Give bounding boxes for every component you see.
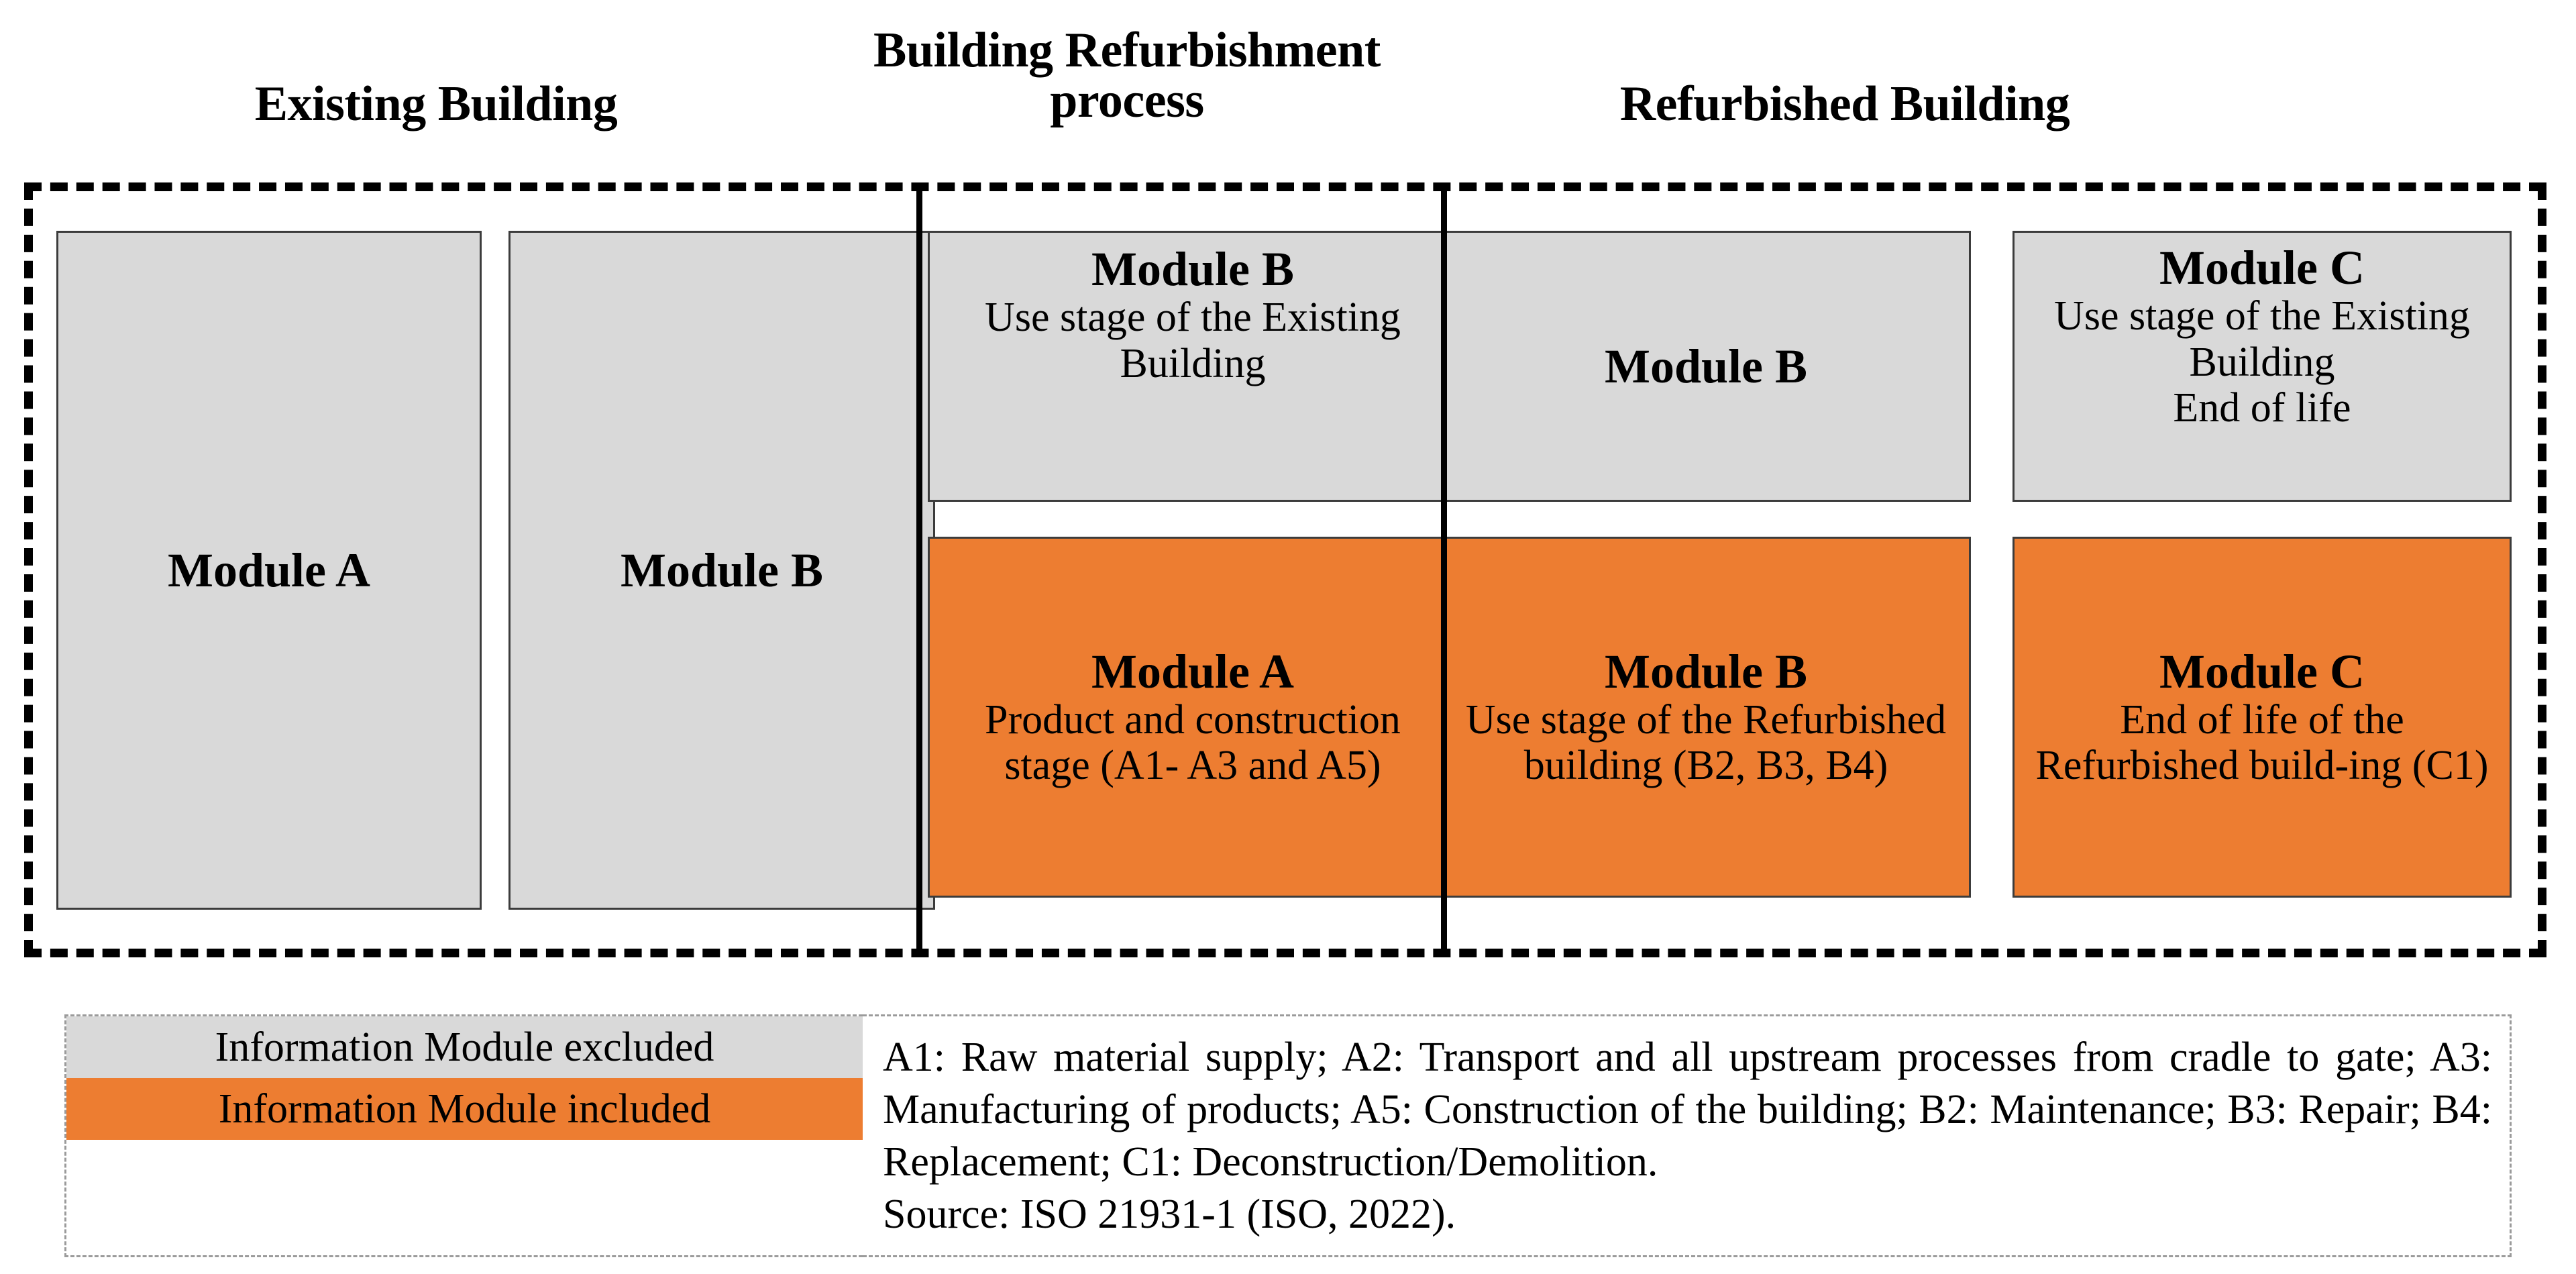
module-box-a-existing[interactable]: Module A — [56, 231, 482, 910]
module-title: Module B — [1604, 339, 1808, 393]
header-existing-building: Existing Building — [254, 76, 618, 131]
module-box-a-product-construction[interactable]: Module A Product and construction stage … — [928, 537, 1458, 898]
legend-swatch-column: Information Module excluded Information … — [64, 1014, 863, 1257]
legend-item-included: Information Module included — [66, 1078, 863, 1140]
module-title: Module C — [2159, 644, 2365, 698]
module-box-b-existing[interactable]: Module B — [508, 231, 935, 910]
legend: Information Module excluded Information … — [64, 1014, 2512, 1257]
module-title: Module A — [167, 543, 371, 597]
legend-notes-column: A1: Raw material supply; A2: Transport a… — [863, 1014, 2512, 1257]
module-box-b-use-stage-refurbished[interactable]: Module B Use stage of the Refurbished bu… — [1441, 537, 1971, 898]
module-box-c-end-of-life[interactable]: Module C End of life of the Refurbished … — [2012, 537, 2512, 898]
legend-module-definitions: A1: Raw material supply; A2: Transport a… — [883, 1034, 2492, 1185]
module-title: Module C — [2159, 241, 2365, 295]
module-description: Use stage of the Existing Building — [2054, 293, 2470, 385]
legend-label-excluded: Information Module excluded — [215, 1024, 714, 1070]
legend-item-excluded: Information Module excluded — [66, 1016, 863, 1078]
module-description: Use stage of the Existing Building — [985, 295, 1401, 386]
legend-label-included: Information Module included — [218, 1086, 711, 1132]
header-building-refurbishment-process: Building Refurbishment process — [873, 23, 1381, 129]
legend-empty-cell — [66, 1140, 863, 1255]
module-title: Module B — [1091, 242, 1295, 296]
module-title: Module B — [620, 543, 824, 597]
module-title: Module A — [1091, 644, 1295, 698]
module-description-overflow: End of life — [2173, 384, 2351, 431]
module-box-b-use-stage-existing[interactable]: Module B Use stage of the Existing Build… — [928, 231, 1458, 502]
phase-divider-process-refurbished — [1441, 182, 1447, 957]
module-box-b-refurbished-gray[interactable]: Module B — [1441, 231, 1971, 502]
module-description: Use stage of the Refurbished building (B… — [1465, 696, 1947, 789]
phase-divider-existing-process — [916, 182, 922, 957]
module-title: Module B — [1604, 644, 1808, 698]
legend-source: Source: ISO 21931-1 (ISO, 2022). — [883, 1191, 1456, 1238]
module-description: End of life of the Refurbished build-ing… — [2035, 696, 2489, 789]
header-refurbished-building: Refurbished Building — [1619, 76, 2070, 131]
column-headers: Existing Building Building Refurbishment… — [0, 0, 2576, 182]
system-boundary-frame — [24, 182, 2546, 957]
module-box-c-existing[interactable]: Module C Use stage of the Existing Build… — [2012, 231, 2512, 502]
module-description: Product and construction stage (A1- A3 a… — [985, 696, 1401, 789]
